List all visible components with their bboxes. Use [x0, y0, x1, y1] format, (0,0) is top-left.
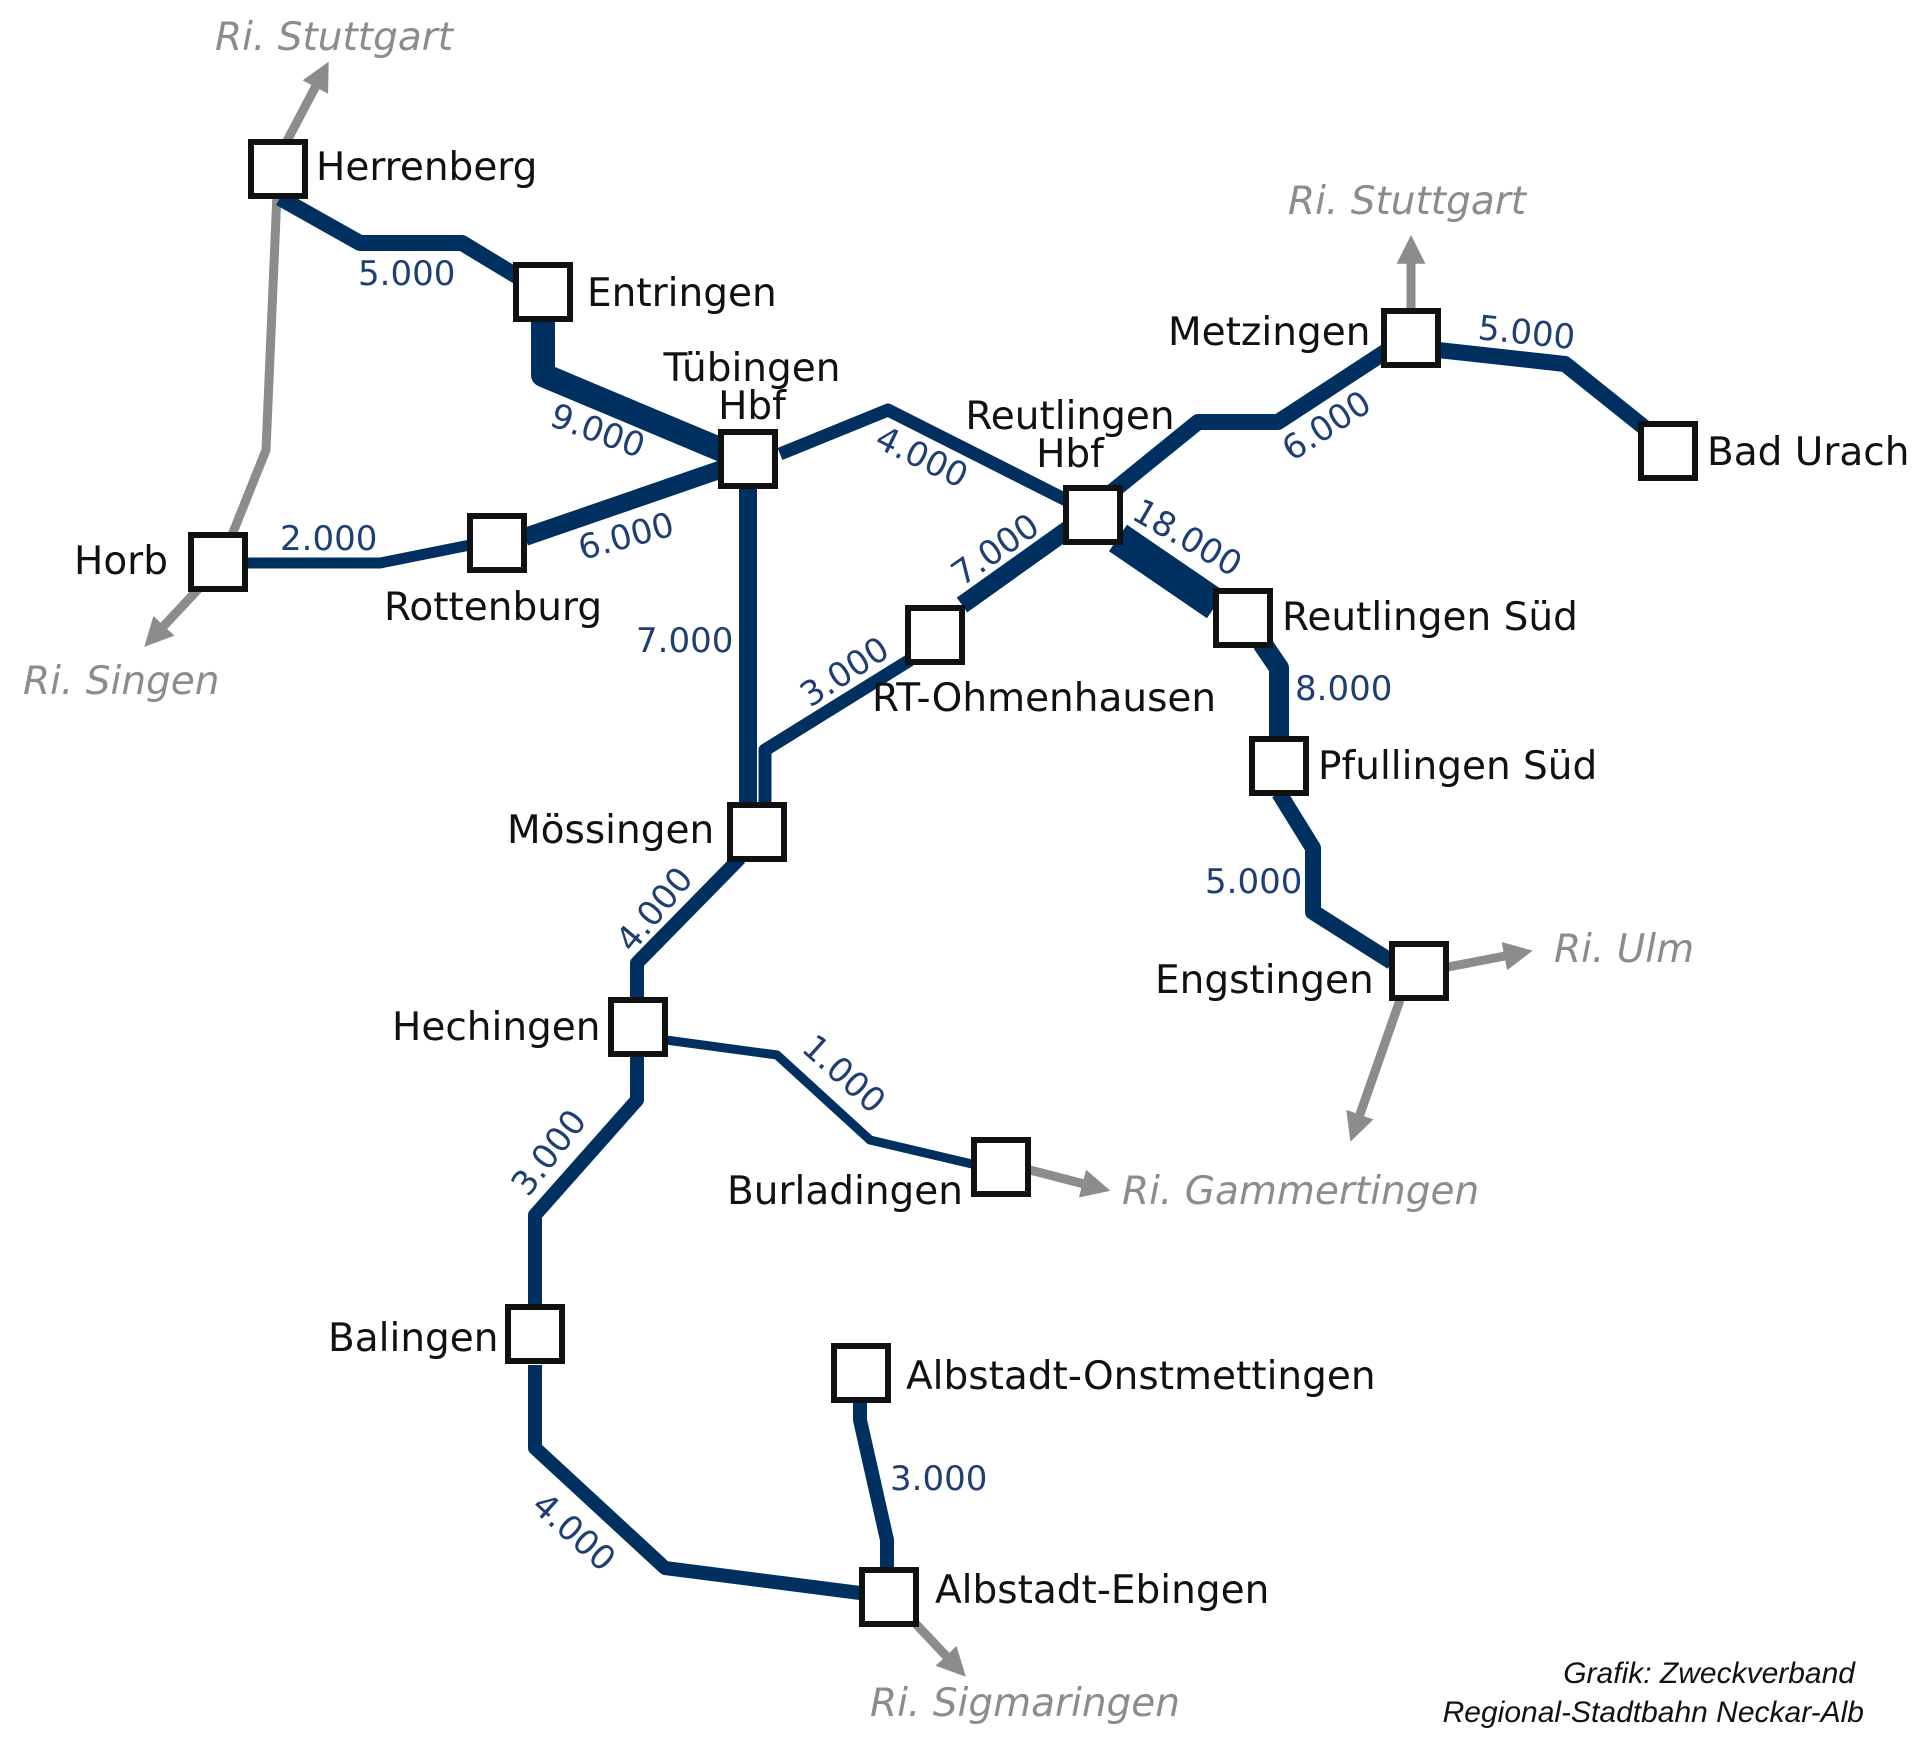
- station-label-moessingen: Mössingen: [507, 808, 714, 853]
- segment-metzingen-badurach: [1437, 342, 1655, 439]
- station-label-badurach: Bad Urach: [1707, 430, 1909, 475]
- credit-line-2: Regional-Stadtbahn Neckar-Alb: [1443, 1696, 1864, 1729]
- station-label-herrenberg: Herrenberg: [316, 145, 537, 190]
- station-label-metzingen: Metzingen: [1168, 310, 1370, 355]
- station-box-engstingen[interactable]: [1389, 941, 1449, 1001]
- station-label-entringen: Entringen: [587, 271, 777, 316]
- station-label-rtohmenhausen: RT-Ohmenhausen: [872, 676, 1216, 721]
- volume-label-horb-rottenburg: 2.000: [280, 519, 377, 559]
- credit: Grafik: Zweckverband Regional-Stadtbahn …: [1443, 1657, 1864, 1729]
- station-box-hechingen[interactable]: [608, 997, 668, 1057]
- station-box-rottenburg[interactable]: [467, 513, 527, 573]
- segment-reutlingen-metzingen: [1102, 345, 1390, 502]
- segment-rottenburg-tuebingen: [522, 458, 731, 546]
- segment-moessingen-hechingen: [630, 853, 745, 998]
- arrow-to-gammertingen-burladingen: [1028, 1165, 1111, 1198]
- station-labels: Herrenberg Entringen Tübingen Hbf Horb R…: [74, 145, 1909, 1613]
- route-segments: [248, 191, 1655, 1600]
- segment-reutlingensued-pfullingen: [1253, 637, 1289, 737]
- station-box-reutlingensued[interactable]: [1213, 588, 1273, 648]
- direction-label-stuttgart-west: Ri. Stuttgart: [215, 15, 455, 60]
- segment-horb-rottenburg: [248, 539, 472, 569]
- segment-balingen-albstadtebingen: [528, 1365, 861, 1600]
- station-box-entringen[interactable]: [513, 262, 573, 322]
- station-label-pfullingensued: Pfullingen Süd: [1318, 744, 1597, 789]
- station-box-burladingen[interactable]: [971, 1137, 1031, 1197]
- direction-label-gammertingen: Ri. Gammertingen: [1122, 1169, 1479, 1214]
- segment-pfullingen-engstingen: [1272, 788, 1397, 969]
- segment-ohmenhausen-moessingen: [758, 654, 914, 805]
- segment-reutlingen-ohmenhausen: [956, 520, 1076, 613]
- volume-label-balingen-ebingen: 4.000: [524, 1485, 623, 1580]
- segment-hechingen-balingen: [528, 1054, 644, 1305]
- station-box-horb[interactable]: [188, 532, 248, 592]
- station-label-horb: Horb: [74, 539, 168, 584]
- arrow-to-ulm: [1447, 941, 1533, 972]
- station-box-tuebingen[interactable]: [718, 429, 778, 489]
- direction-label-sigmaringen: Ri. Sigmaringen: [870, 1681, 1180, 1726]
- station-label-albstadtebingen: Albstadt-Ebingen: [935, 1568, 1269, 1613]
- station-box-moessingen[interactable]: [727, 802, 787, 862]
- volume-label-herrenberg-entringen: 5.000: [358, 254, 455, 294]
- station-label-tuebingen-hbf: Hbf: [718, 384, 787, 429]
- station-box-metzingen[interactable]: [1381, 308, 1441, 368]
- station-label-hechingen: Hechingen: [392, 1005, 601, 1050]
- segment-entringen-tuebingen: [531, 320, 753, 473]
- direction-label-stuttgart-east: Ri. Stuttgart: [1288, 179, 1528, 224]
- station-boxes: [188, 139, 1698, 1627]
- station-box-rtohmenhausen[interactable]: [905, 605, 965, 665]
- volume-label-tuebingen-moessingen: 7.000: [636, 621, 733, 661]
- station-box-balingen[interactable]: [505, 1304, 565, 1364]
- station-box-pfullingensued[interactable]: [1249, 736, 1309, 796]
- station-label-rottenburg: Rottenburg: [384, 585, 602, 630]
- segment-reutlingen-reutlingensued: [1108, 524, 1226, 619]
- station-label-reutlingensued: Reutlingen Süd: [1282, 595, 1578, 640]
- station-label-albstadtonstmettingen: Albstadt-Onstmettingen: [906, 1354, 1376, 1399]
- direction-labels: Ri. Stuttgart Ri. Stuttgart Ri. Singen R…: [23, 15, 1694, 1726]
- station-label-burladingen: Burladingen: [727, 1169, 963, 1214]
- station-label-tuebingen: Tübingen: [663, 346, 841, 391]
- segment-onstmettingen-ebingen: [853, 1398, 894, 1568]
- segment-tuebingen-reutlingen: [777, 403, 1075, 509]
- volume-label-hechingen-burladingen: 1.000: [794, 1027, 893, 1122]
- station-label-reutlingen-hbf: Hbf: [1036, 432, 1105, 477]
- station-box-albstadtonstmettingen[interactable]: [831, 1343, 891, 1403]
- station-box-albstadtebingen[interactable]: [859, 1567, 919, 1627]
- station-label-reutlingen: Reutlingen: [965, 394, 1174, 439]
- station-box-reutlingen[interactable]: [1063, 485, 1123, 545]
- line-herrenberg-horb-grey: [225, 169, 283, 542]
- station-label-engstingen: Engstingen: [1155, 958, 1374, 1003]
- volume-label-pfullingen-engstingen: 5.000: [1205, 862, 1302, 902]
- station-label-balingen: Balingen: [328, 1316, 499, 1361]
- volume-label-onstmettingen-ebingen: 3.000: [890, 1459, 987, 1499]
- station-box-badurach[interactable]: [1638, 421, 1698, 481]
- direction-label-singen: Ri. Singen: [23, 659, 220, 704]
- arrow-to-gammertingen: [1346, 998, 1405, 1142]
- station-box-herrenberg[interactable]: [248, 139, 308, 199]
- arrow-to-sigmaringen: [910, 1618, 966, 1677]
- segment-hechingen-burladingen: [665, 1035, 974, 1169]
- credit-line-1: Grafik: Zweckverband: [1563, 1657, 1856, 1690]
- volume-label-reutlingensued-pfullingen: 8.000: [1295, 669, 1392, 709]
- segment-herrenberg-entringen: [276, 191, 548, 299]
- direction-label-ulm: Ri. Ulm: [1554, 927, 1694, 972]
